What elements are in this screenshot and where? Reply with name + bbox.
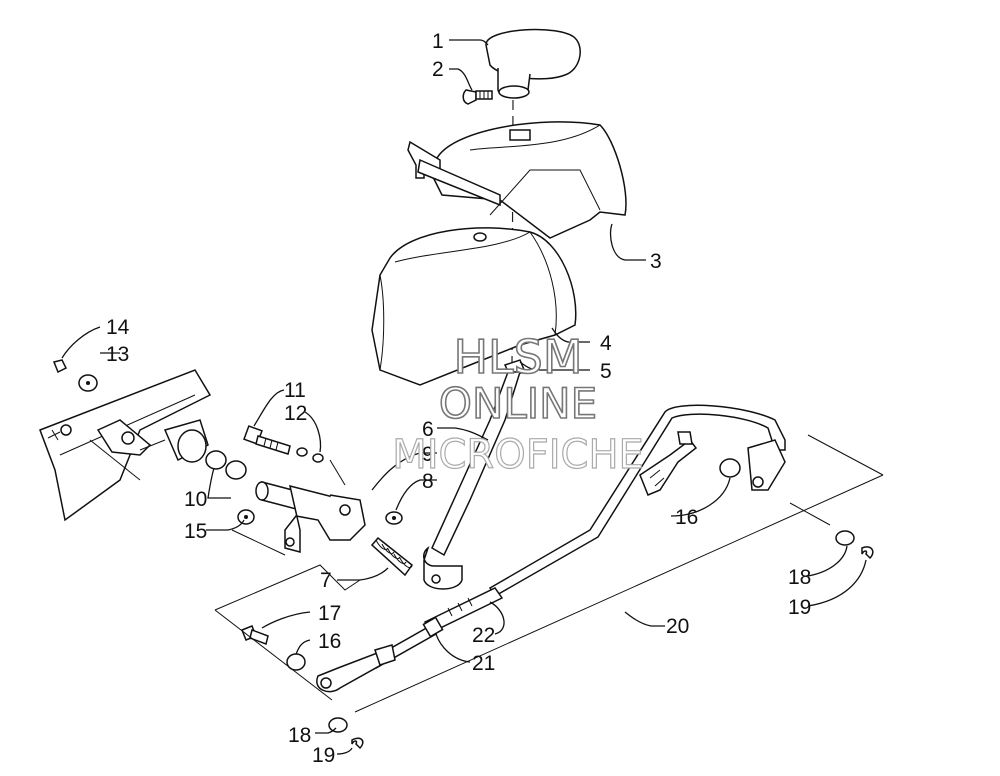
shift-shaft-bracket xyxy=(255,481,366,553)
callout-5: 5 xyxy=(600,360,612,383)
callout-4: 4 xyxy=(600,332,612,355)
assembly-outline xyxy=(139,434,884,713)
upper-console-cover xyxy=(407,121,627,239)
knob-screw xyxy=(462,89,493,105)
callout-10: 10 xyxy=(184,488,207,511)
callout-11: 11 xyxy=(284,379,306,402)
callout-1: 1 xyxy=(432,30,444,53)
watermark: HLSM ONLINE MICROFICHE xyxy=(392,329,645,478)
callout-14: 14 xyxy=(106,316,130,339)
callout-19-upper: 19 xyxy=(788,596,811,619)
callout-16-upper: 16 xyxy=(675,506,698,529)
callout-8: 8 xyxy=(422,470,434,493)
shift-lever xyxy=(423,371,522,590)
callout-6: 6 xyxy=(422,418,434,441)
e-clip-upper xyxy=(835,530,874,560)
callout-18-lower: 18 xyxy=(288,724,311,747)
callout-labels: 1 2 3 4 5 6 7 8 9 10 11 12 13 14 15 16 1… xyxy=(106,30,811,767)
callout-12: 12 xyxy=(284,402,307,425)
o-ring-a xyxy=(205,450,227,470)
callout-22: 22 xyxy=(472,624,495,647)
callout-19-lower: 19 xyxy=(312,744,335,767)
callout-21: 21 xyxy=(472,652,495,675)
callout-13: 13 xyxy=(106,343,129,366)
shift-knob xyxy=(485,28,581,99)
leader-lines xyxy=(61,39,867,755)
spring xyxy=(370,536,414,577)
shift-rod xyxy=(488,404,786,598)
callout-18-upper: 18 xyxy=(788,566,811,589)
callout-16-lower: 16 xyxy=(318,630,341,653)
o-ring-b xyxy=(225,460,247,480)
bracket-bolt xyxy=(52,359,98,392)
pivot-bolt xyxy=(243,425,324,463)
callout-3: 3 xyxy=(650,250,662,273)
watermark-line-1: HLSM xyxy=(453,330,582,384)
callout-2: 2 xyxy=(432,58,444,81)
callout-20: 20 xyxy=(666,615,689,638)
callout-15: 15 xyxy=(184,520,207,543)
frame-bracket xyxy=(39,369,212,522)
callout-9: 9 xyxy=(422,443,434,466)
lower-console-cover xyxy=(371,227,577,386)
rod-end-upper xyxy=(639,431,741,496)
e-clip-lower xyxy=(328,717,364,750)
watermark-line-2: ONLINE xyxy=(439,379,597,428)
callout-7: 7 xyxy=(320,569,332,592)
watermark-line-3: MICROFICHE xyxy=(392,432,644,478)
rod-end-lower xyxy=(241,625,396,693)
callout-17: 17 xyxy=(318,602,341,625)
